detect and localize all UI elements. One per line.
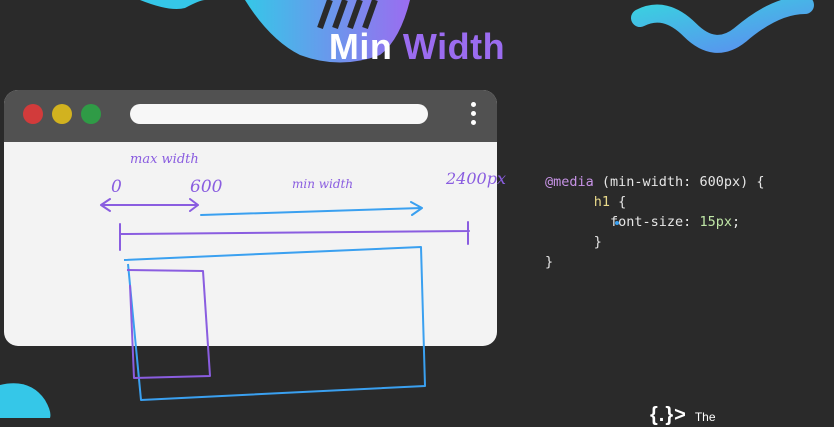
css-code-block: @media (min-width: 600px) { h1 { font-si… xyxy=(545,172,764,272)
code-outer-close: } xyxy=(545,254,554,270)
browser-title-bar xyxy=(4,90,497,142)
address-bar xyxy=(130,104,428,124)
max-width-label: max width xyxy=(130,152,199,167)
top-right-wave xyxy=(631,0,814,53)
logo-mark: {.}> xyxy=(650,404,687,426)
code-property: font-size: xyxy=(610,214,700,230)
kebab-menu-icon xyxy=(468,102,478,128)
logo-text: The xyxy=(694,410,716,424)
code-open-brace: { xyxy=(610,194,627,210)
max-px-label: 2400px xyxy=(445,169,506,188)
code-value: 15px xyxy=(699,214,732,230)
max-width-arrow xyxy=(100,198,199,212)
title-word-width: Width xyxy=(402,26,506,67)
zero-label: 0 xyxy=(111,177,122,197)
brand-logo: {.}> The xyxy=(650,404,716,427)
six-hundred-label: 600 xyxy=(190,177,223,197)
close-dot-icon xyxy=(23,104,43,124)
bottom-left-blob xyxy=(0,383,51,418)
title-word-min: Min xyxy=(328,26,393,67)
width-sketch: max width 0 600 min width 2400px xyxy=(100,152,619,401)
minimize-dot-icon xyxy=(52,104,72,124)
page-title: Min Width xyxy=(0,26,834,68)
background-decoration xyxy=(0,0,814,418)
large-screen-box xyxy=(123,246,426,401)
cursor-dot xyxy=(615,221,619,225)
top-left-blob xyxy=(140,0,205,9)
code-inner-close: } xyxy=(593,234,602,250)
code-selector: h1 xyxy=(593,194,611,210)
maximize-dot-icon xyxy=(81,104,101,124)
min-width-label: min width xyxy=(292,177,353,191)
small-screen-box xyxy=(126,269,211,379)
min-width-arrow xyxy=(200,201,423,216)
browser-window xyxy=(4,90,497,346)
top-stripes xyxy=(317,0,378,30)
code-media-condition: (min-width: 600px) { xyxy=(593,174,765,190)
code-semicolon: ; xyxy=(731,214,741,230)
width-ruler xyxy=(119,221,470,251)
code-at-rule: @media xyxy=(545,174,594,190)
